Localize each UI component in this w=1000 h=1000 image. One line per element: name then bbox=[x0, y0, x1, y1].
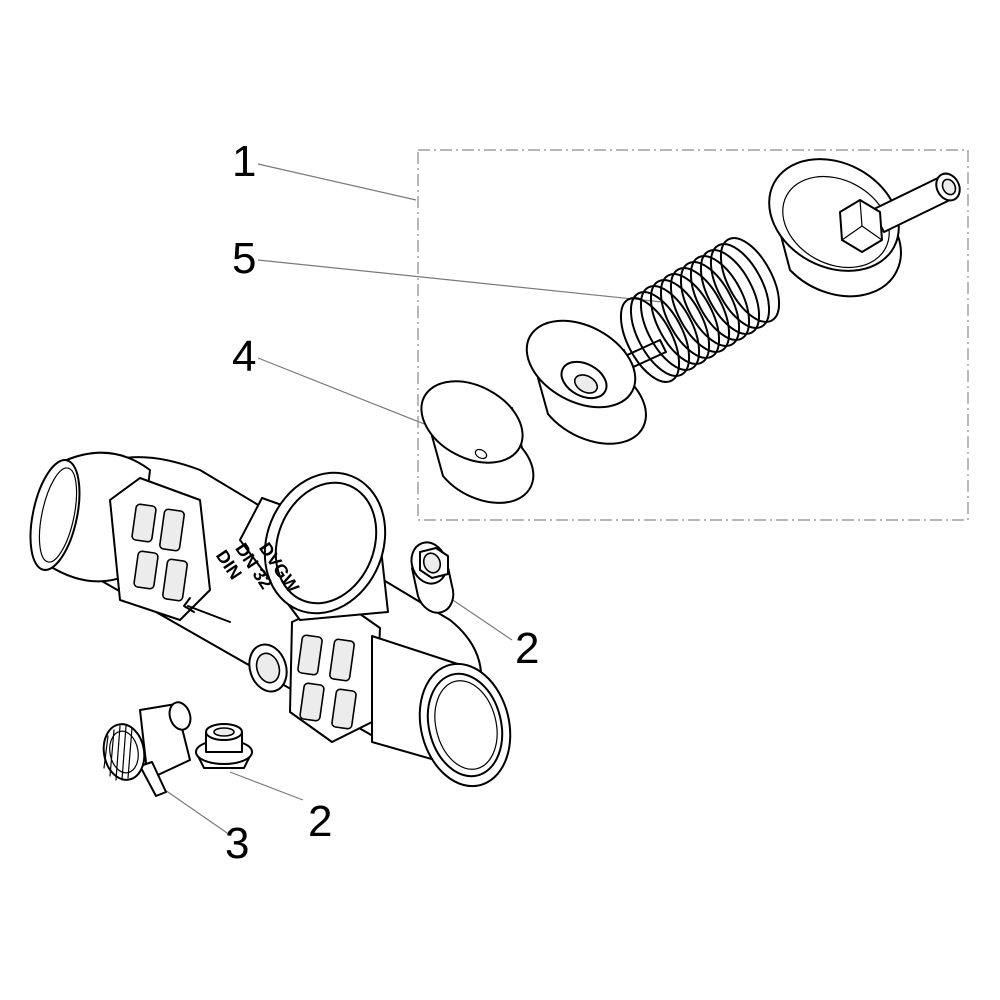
plug-lower bbox=[195, 723, 253, 769]
flow-arrow-icon bbox=[187, 605, 231, 623]
callout-2-lower: 2 bbox=[308, 797, 332, 846]
leader-1 bbox=[257, 163, 417, 201]
kit-frame bbox=[417, 149, 969, 521]
callout-2-right: 2 bbox=[515, 624, 539, 673]
leader-5 bbox=[257, 259, 663, 303]
callout-4: 4 bbox=[232, 332, 256, 381]
callout-5: 5 bbox=[232, 234, 256, 283]
spring-coils bbox=[619, 237, 781, 383]
disc-part bbox=[420, 380, 535, 504]
leader-4 bbox=[257, 357, 453, 436]
plug-right bbox=[410, 541, 455, 614]
leader-3 bbox=[164, 789, 231, 836]
cap-assembly bbox=[768, 158, 961, 298]
drain-valve bbox=[102, 701, 192, 797]
callout-1: 1 bbox=[232, 137, 256, 186]
callout-3: 3 bbox=[225, 819, 249, 868]
valve-body: DVGW DN 32 DIN bbox=[29, 451, 512, 788]
spring-assembly bbox=[525, 237, 781, 445]
leader-2-lower bbox=[229, 771, 304, 801]
